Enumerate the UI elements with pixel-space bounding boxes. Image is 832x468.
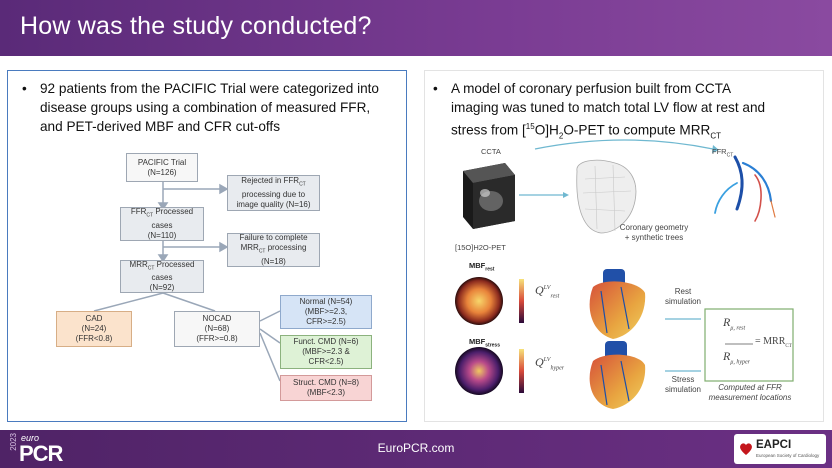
pet-stress-map bbox=[455, 347, 503, 395]
box-normal: Normal (N=54) (MBF>=2.3, CFR>=2.5) bbox=[280, 295, 372, 329]
pet-rest-map bbox=[455, 277, 503, 325]
label-ffr: FFRCT bbox=[712, 147, 734, 159]
right-panel: • A model of coronary perfusion built fr… bbox=[424, 70, 824, 422]
box-failure: Failure to complete MRRCT processing (N=… bbox=[227, 233, 320, 267]
label-mbf-stress: MBFstress bbox=[469, 337, 500, 349]
right-bullet-text: A model of coronary perfusion built from… bbox=[451, 81, 766, 141]
label-stress-simulation: Stress simulation bbox=[664, 375, 701, 394]
europcr-logo-euro: euro bbox=[21, 433, 40, 443]
footer: 2023 euro PCR EuroPCR.com EAPCI European… bbox=[0, 430, 832, 468]
pet-rest-scale bbox=[519, 279, 524, 323]
europcr-logo: PCR bbox=[19, 441, 63, 466]
box-nocad: NOCAD (N=68) (FFR>=0.8) bbox=[174, 311, 260, 347]
title-bar: How was the study conducted? bbox=[0, 0, 832, 56]
left-panel: • 92 patients from the PACIFIC Trial wer… bbox=[7, 70, 407, 422]
box-pacific-trial: PACIFIC Trial (N=126) bbox=[126, 153, 198, 182]
box-cad: CAD (N=24) (FFR<0.8) bbox=[56, 311, 132, 347]
ccta-cube bbox=[463, 163, 515, 229]
label-q-hyper: QLVhyper bbox=[535, 355, 565, 372]
heart-stress-model bbox=[589, 341, 646, 409]
box-rejected: Rejected in FFRCT processing due to imag… bbox=[227, 175, 320, 211]
eapci-logo: EAPCI European Society of Cardiology bbox=[734, 434, 826, 464]
heart-icon bbox=[740, 443, 752, 455]
left-bullet-text: 92 patients from the PACIFIC Trial were … bbox=[40, 81, 379, 134]
formula-mrr: = MRRCT bbox=[755, 336, 792, 350]
label-ccta: CCTA bbox=[481, 147, 501, 156]
pet-stress-scale bbox=[519, 349, 524, 393]
box-funct-cmd: Funct. CMD (N=6) (MBF>=2.3 & CFR<2.5) bbox=[280, 335, 372, 369]
label-pet: [15O]H2O-PET bbox=[455, 243, 506, 252]
slide-title: How was the study conducted? bbox=[20, 12, 372, 40]
formula-r-hyper: Rμ, hyper bbox=[723, 349, 751, 366]
box-struct-cmd: Struct. CMD (N=8) (MBF<2.3) bbox=[280, 375, 372, 401]
heart-rest-model bbox=[589, 269, 646, 339]
flowchart-connectors bbox=[93, 182, 281, 382]
mesh-heart bbox=[576, 159, 637, 234]
footer-url[interactable]: EuroPCR.com bbox=[377, 441, 455, 455]
label-coronary-geometry: Coronary geometry + synthetic trees bbox=[619, 223, 689, 242]
label-computed-at-ffr: Computed at FFR measurement locations bbox=[708, 383, 792, 402]
box-ffr-processed: FFRCT Processed cases (N=110) bbox=[120, 207, 204, 241]
box-mrr-processed: MRRCT Processed cases (N=92) bbox=[120, 260, 204, 293]
label-q-rest: QLVrest bbox=[535, 283, 560, 300]
formula-r-rest: Rμ, rest bbox=[723, 315, 746, 332]
mrr-formula-box bbox=[704, 308, 794, 382]
label-mbf-rest: MBFrest bbox=[469, 261, 495, 273]
perfusion-figure bbox=[455, 139, 794, 409]
label-rest-simulation: Rest simulation bbox=[664, 287, 701, 306]
coronary-tree-ffr bbox=[714, 155, 776, 222]
